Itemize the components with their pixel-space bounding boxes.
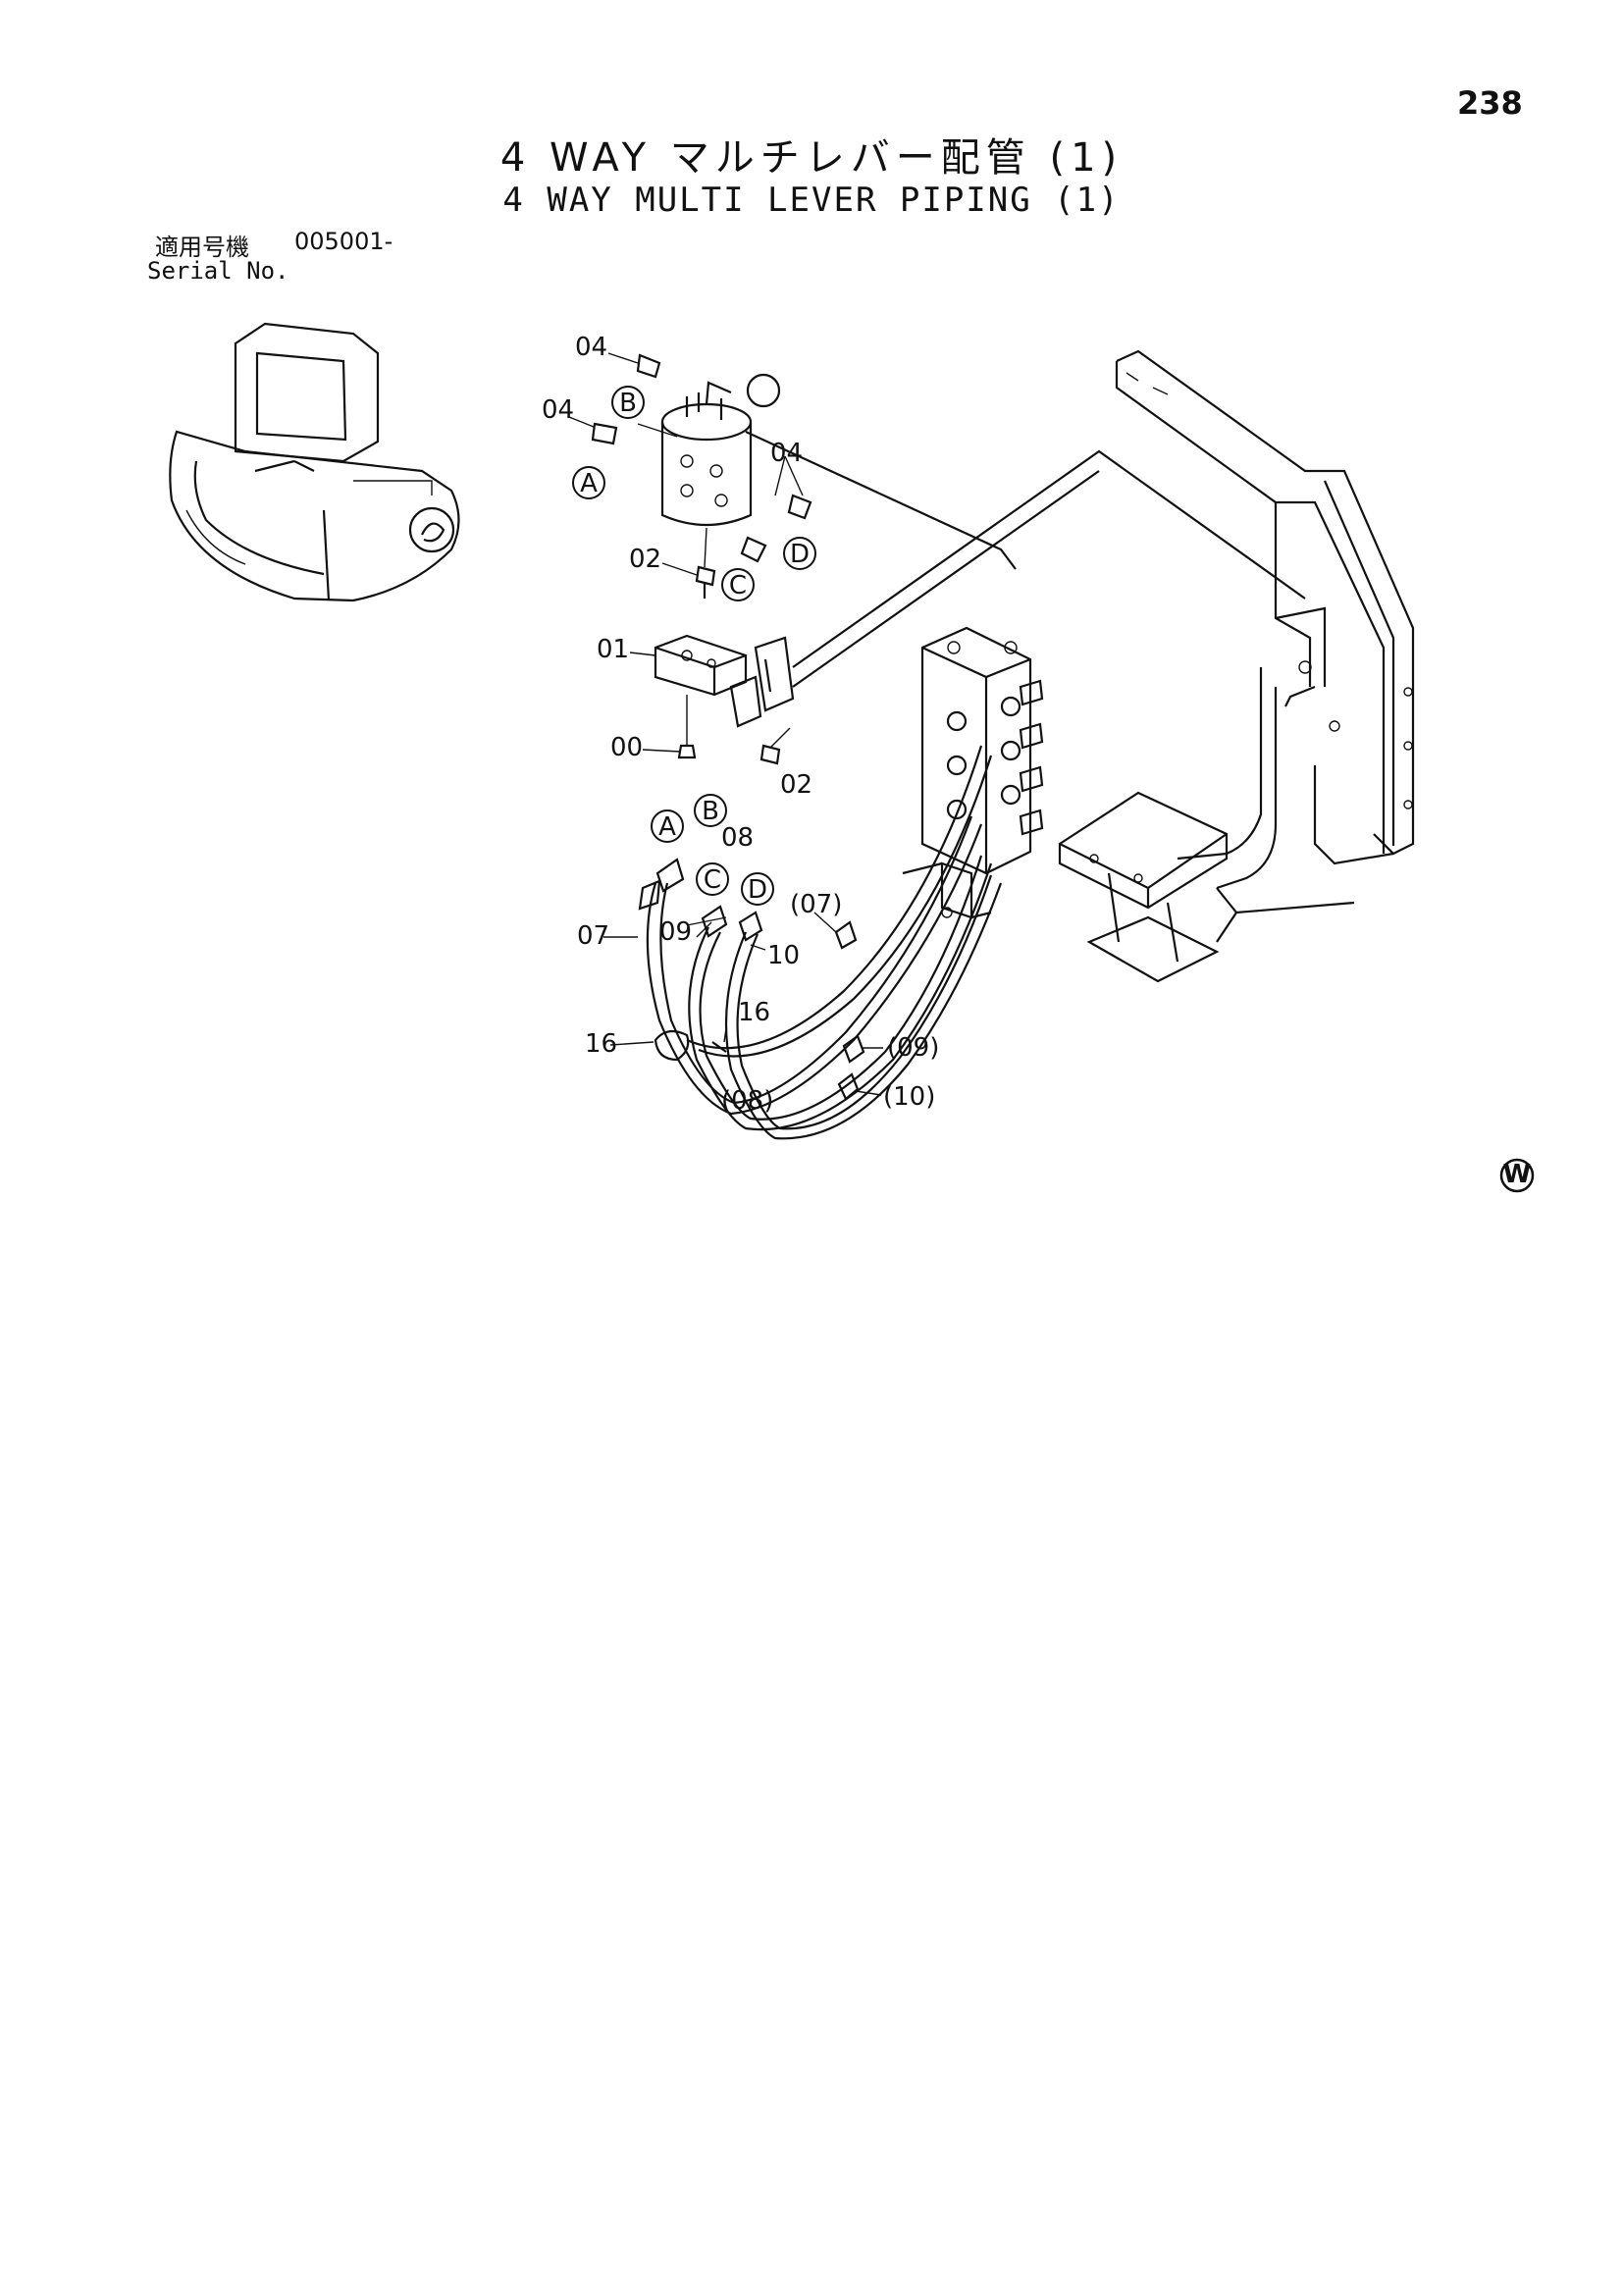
callout-02-lower: 02 xyxy=(780,770,812,800)
multi-lever-valve xyxy=(591,353,812,599)
port-marker-c2 xyxy=(696,862,729,896)
callout-01: 01 xyxy=(597,635,629,664)
part-callouts: 04 04 04 02 01 00 02 08 07 09 10 (07) 16… xyxy=(542,333,939,1116)
port-marker-a2 xyxy=(651,809,684,843)
port-marker-a1 xyxy=(572,466,605,499)
port-marker-b1 xyxy=(611,386,645,419)
port-letter-b2: B xyxy=(702,797,719,826)
callout-16-left: 16 xyxy=(585,1029,617,1059)
port-letters: B A C D A B C D xyxy=(580,389,810,905)
corner-mark-letter: W xyxy=(1503,1160,1532,1189)
callout-04-left: 04 xyxy=(542,395,574,425)
machine-location-thumbnail xyxy=(169,322,460,602)
port-letter-a1: A xyxy=(580,469,598,498)
serial-label-english: Serial No. xyxy=(147,257,289,285)
callout-07: 07 xyxy=(577,921,609,951)
port-marker-b2 xyxy=(694,794,727,827)
port-marker-d2 xyxy=(741,872,774,906)
port-letter-a2: A xyxy=(658,812,676,842)
page-title-japanese: 4 WAY マルチレバー配管 (1) xyxy=(499,135,1124,181)
leader-lines xyxy=(568,352,883,1096)
callout-08-ref: (08) xyxy=(721,1086,773,1116)
callout-00: 00 xyxy=(610,733,643,762)
cab-frame xyxy=(1058,349,1415,983)
callout-09: 09 xyxy=(659,917,692,947)
corner-circled-mark: W xyxy=(1499,1158,1535,1193)
page-title-english: 4 WAY MULTI LEVER PIPING (1) xyxy=(502,181,1121,220)
callout-04-top: 04 xyxy=(575,333,607,362)
port-letter-d1: D xyxy=(790,540,810,569)
port-letter-c2: C xyxy=(704,865,721,895)
callout-09-ref: (09) xyxy=(887,1033,939,1063)
port-letter-d2: D xyxy=(748,875,767,905)
hydraulic-hoses xyxy=(638,745,1003,1140)
port-letter-c1: C xyxy=(729,571,747,600)
page-number: 238 xyxy=(1457,84,1523,122)
port-marker-c1 xyxy=(721,568,755,601)
serial-label-japanese: 適用号機 xyxy=(155,234,249,261)
port-letter-b1: B xyxy=(619,389,637,418)
callout-16-right: 16 xyxy=(738,998,770,1027)
callout-10: 10 xyxy=(767,941,800,970)
valve-bracket xyxy=(654,634,795,765)
callout-04-right: 04 xyxy=(770,439,803,468)
port-marker-d1 xyxy=(783,537,816,570)
serial-number-value: 005001- xyxy=(294,228,393,255)
callout-10-ref: (10) xyxy=(883,1082,935,1112)
port-markers xyxy=(572,386,816,906)
callout-08: 08 xyxy=(721,823,754,853)
callout-07-ref: (07) xyxy=(790,890,842,919)
callout-02-upper: 02 xyxy=(629,545,661,574)
linkage-lines xyxy=(745,431,1306,688)
